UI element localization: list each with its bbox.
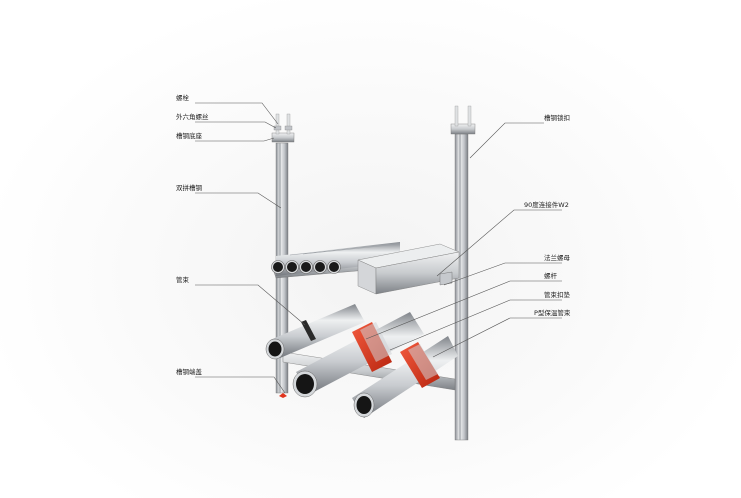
pipe-middle <box>292 312 424 398</box>
label-channel-base: 槽钢底座 <box>176 131 203 140</box>
label-clamp-pad: 管束扣垫 <box>544 290 571 299</box>
label-channel-lock: 槽钢锁扣 <box>544 113 570 122</box>
pipe-right <box>352 336 458 418</box>
label-bolt: 螺栓 <box>176 93 190 102</box>
pipe-left <box>265 304 365 360</box>
label-double-channel: 双拼槽钢 <box>176 183 203 192</box>
right-channel-upright <box>454 133 469 441</box>
label-threaded-rod: 螺杆 <box>544 271 558 280</box>
label-hex-nut: 外六角螺丝 <box>176 112 209 121</box>
left-top-base <box>271 113 295 143</box>
connector-w2-part <box>439 271 453 286</box>
label-flange-nut: 法兰螺母 <box>544 253 571 262</box>
rectangular-duct <box>357 243 460 295</box>
small-pipe-bundle <box>271 242 401 276</box>
right-top-base <box>450 105 476 135</box>
label-connector-w2: 90度连接件W2 <box>524 200 569 209</box>
label-insulated-clamp: P型保温管束 <box>534 308 571 317</box>
leaders-left <box>195 102 306 394</box>
upper-shelf <box>271 242 460 295</box>
leaders-right <box>365 122 562 358</box>
label-channel-end-cap: 槽钢端盖 <box>176 367 203 376</box>
label-pipe-clamp: 管束 <box>176 275 190 284</box>
